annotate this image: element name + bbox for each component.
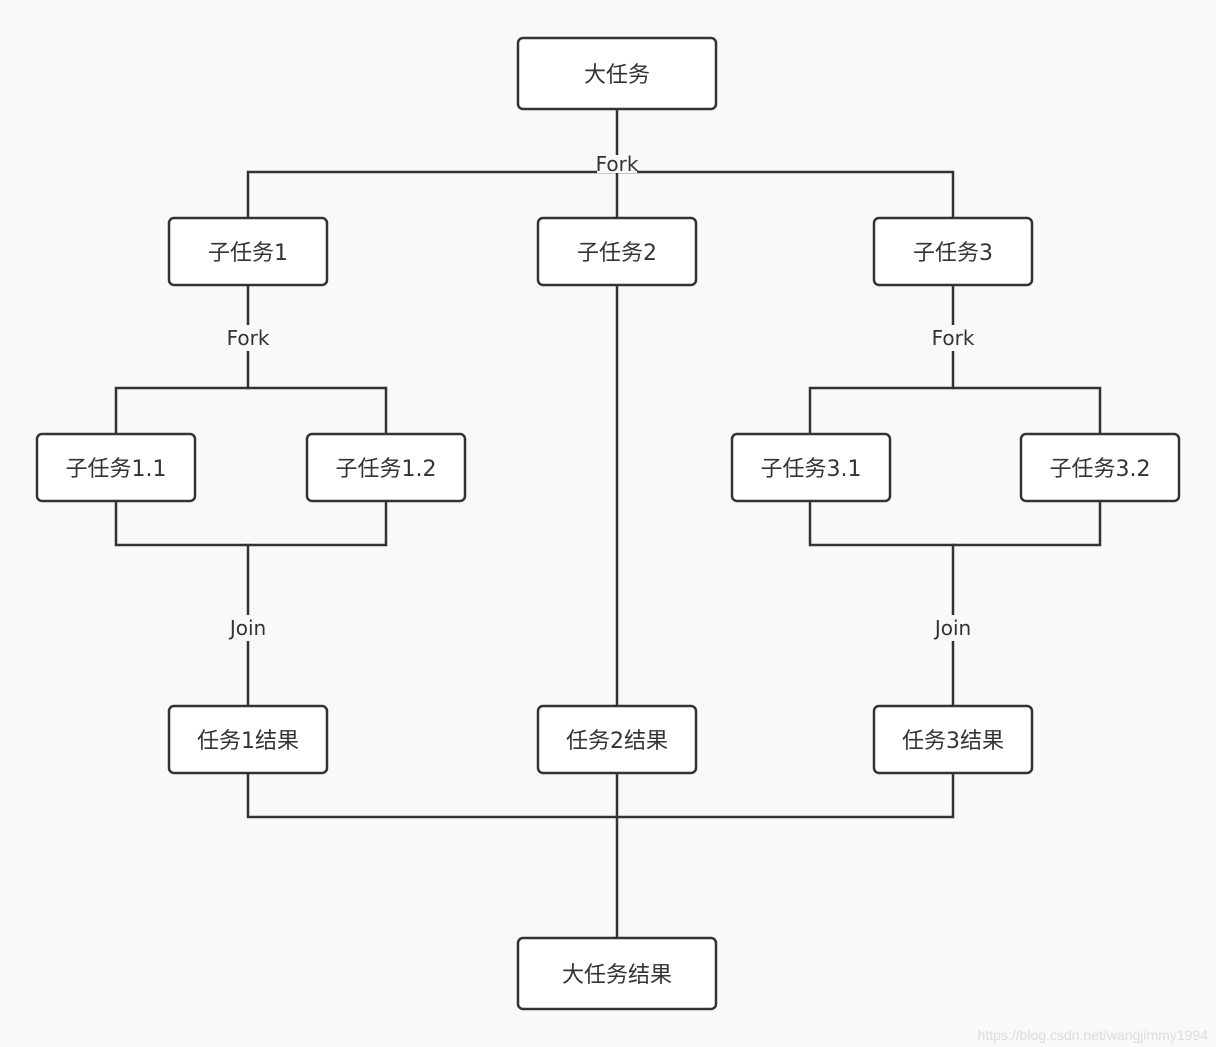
edge-label-join-sub1: Join xyxy=(226,615,270,641)
edge-label-fork-sub1: Fork xyxy=(226,325,270,351)
node-sub3-1[interactable]: 子任务3.1 xyxy=(730,432,892,503)
node-label: 大任务结果 xyxy=(562,963,672,988)
watermark: https://blog.csdn.net/wangjimmy1994 xyxy=(977,1027,1208,1043)
edge-sub3-join-bar xyxy=(808,499,1102,547)
node-label: 任务1结果 xyxy=(197,729,299,754)
node-result1[interactable]: 任务1结果 xyxy=(167,704,329,775)
edge-label-text: Fork xyxy=(596,152,639,176)
node-label: 子任务3.1 xyxy=(761,457,862,482)
node-sub1-2[interactable]: 子任务1.2 xyxy=(305,432,467,503)
node-root[interactable]: 大任务 xyxy=(516,36,718,111)
edge-sub1-join-bar xyxy=(114,499,388,547)
node-sub3-2[interactable]: 子任务3.2 xyxy=(1019,432,1181,503)
node-label: 大任务 xyxy=(584,63,650,88)
node-label: 子任务3 xyxy=(913,241,993,266)
node-sub3[interactable]: 子任务3 xyxy=(872,216,1034,287)
node-sub1-1[interactable]: 子任务1.1 xyxy=(35,432,197,503)
node-label: 任务2结果 xyxy=(566,729,668,754)
node-label: 子任务3.2 xyxy=(1050,457,1151,482)
edge-fork-bar xyxy=(246,170,955,219)
node-label: 子任务2 xyxy=(577,241,657,266)
edge-label-text: Fork xyxy=(227,326,270,350)
node-final[interactable]: 大任务结果 xyxy=(516,936,718,1011)
edge-sub3-fork-bar xyxy=(808,386,1102,435)
edge-label-fork-root: Fork xyxy=(596,152,639,176)
edge-label-fork-sub3: Fork xyxy=(931,325,975,351)
edge-final-join-bar xyxy=(246,771,955,819)
edge-label-text: Fork xyxy=(932,326,975,350)
node-result3[interactable]: 任务3结果 xyxy=(872,704,1034,775)
edge-label-join-sub3: Join xyxy=(931,615,975,641)
node-label: 任务3结果 xyxy=(902,729,1004,754)
connectors xyxy=(114,108,1102,940)
node-result2[interactable]: 任务2结果 xyxy=(536,704,698,775)
edge-label-text: Join xyxy=(933,616,971,640)
edge-sub1-fork-bar xyxy=(114,386,388,435)
node-label: 子任务1 xyxy=(208,241,288,266)
node-sub1[interactable]: 子任务1 xyxy=(167,216,329,287)
node-sub2[interactable]: 子任务2 xyxy=(536,216,698,287)
node-label: 子任务1.1 xyxy=(66,457,167,482)
node-label: 子任务1.2 xyxy=(336,457,437,482)
edge-label-text: Join xyxy=(228,616,266,640)
